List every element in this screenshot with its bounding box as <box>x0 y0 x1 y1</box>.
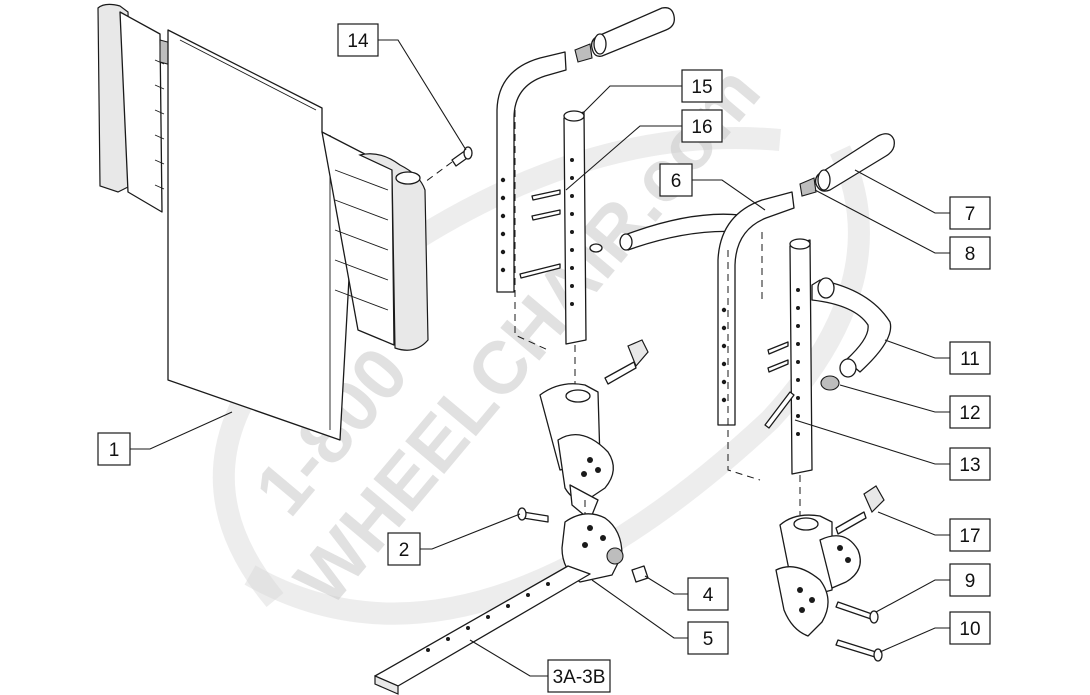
callout-16: 16 <box>681 109 723 143</box>
svg-text:10: 10 <box>959 619 980 640</box>
callout-13: 13 <box>949 447 991 481</box>
svg-text:15: 15 <box>691 77 712 98</box>
callout-8: 8 <box>949 236 991 270</box>
left-hinge-clamp <box>539 339 649 521</box>
screw-part-14 <box>424 146 473 183</box>
callout-4: 4 <box>687 577 729 611</box>
callout-14: 14 <box>337 23 379 57</box>
callout-15: 15 <box>681 69 723 103</box>
svg-text:11: 11 <box>960 349 980 370</box>
lower-bracket-assembly <box>374 507 649 695</box>
svg-text:13: 13 <box>959 455 980 476</box>
callout-1: 1 <box>97 432 131 466</box>
svg-text:4: 4 <box>703 585 714 606</box>
svg-text:6: 6 <box>671 171 682 192</box>
right-hinge-clamp <box>775 485 885 662</box>
callout-6: 6 <box>659 163 693 197</box>
right-back-post <box>619 133 895 515</box>
svg-text:3A-3B: 3A-3B <box>553 667 606 688</box>
svg-text:2: 2 <box>399 540 410 561</box>
callout-7: 7 <box>949 196 991 230</box>
svg-text:5: 5 <box>703 629 714 650</box>
leader-lines <box>130 39 950 677</box>
callout-17: 17 <box>949 518 991 552</box>
callout-12: 12 <box>949 395 991 429</box>
svg-text:17: 17 <box>959 526 980 547</box>
svg-text:1: 1 <box>109 440 120 461</box>
callout-5: 5 <box>687 621 729 655</box>
left-back-post <box>496 7 675 390</box>
svg-text:9: 9 <box>965 571 976 592</box>
svg-text:8: 8 <box>965 244 976 265</box>
callout-3a-3b: 3A-3B <box>547 659 611 693</box>
callout-2: 2 <box>387 532 421 566</box>
svg-text:7: 7 <box>965 204 976 225</box>
side-panel-assembly <box>97 3 429 441</box>
svg-text:16: 16 <box>691 117 712 138</box>
svg-text:12: 12 <box>959 403 980 424</box>
callout-10: 10 <box>949 611 991 645</box>
callout-9: 9 <box>949 563 991 597</box>
svg-text:14: 14 <box>347 31 369 52</box>
callout-11: 11 <box>949 341 991 375</box>
